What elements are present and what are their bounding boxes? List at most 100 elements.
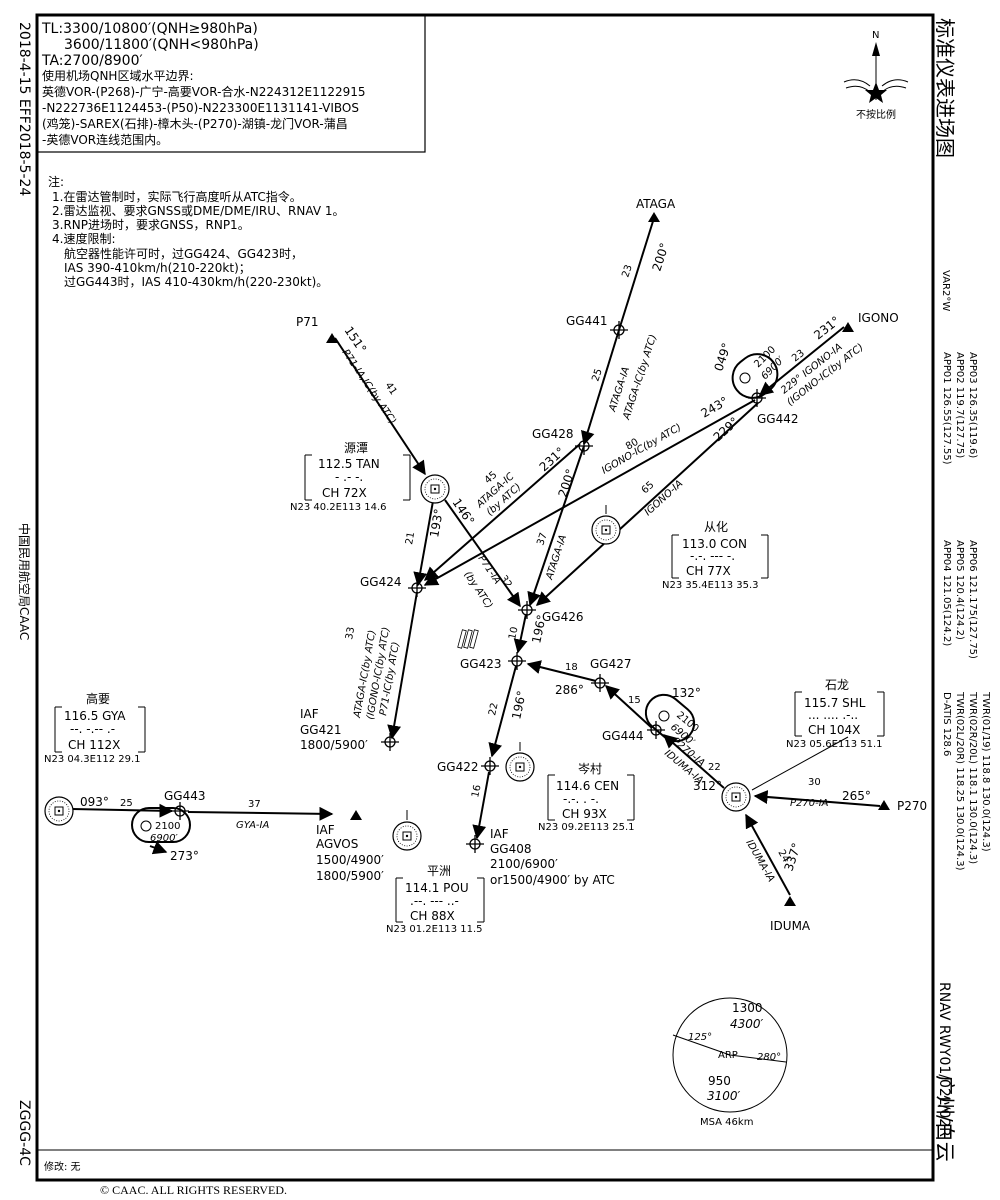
fix-ataga: ATAGA <box>636 197 676 211</box>
svg-text:- .- -.: - .- -. <box>335 470 363 484</box>
app-freq-5: APP05 120.4(124.2) <box>954 540 965 640</box>
msa-caption: MSA 46km <box>700 1117 753 1128</box>
navaid-cen: 岑村 114.6 CEN -.-. . -. CH 93X N23 09.2E1… <box>538 762 635 833</box>
fix-gg408: GG408 <box>490 842 532 856</box>
qnh-boundary-1: 使用机场QNH区域水平边界: <box>42 68 194 83</box>
svg-text:4300′: 4300′ <box>730 1017 764 1031</box>
svg-text:15: 15 <box>628 695 641 706</box>
svg-text:N23 35.4E113 35.3: N23 35.4E113 35.3 <box>662 580 759 591</box>
app-freq-4: APP04 121.05(124.2) <box>941 540 952 646</box>
svg-text:N23 09.2E113 25.1: N23 09.2E113 25.1 <box>538 822 635 833</box>
svg-text:1300: 1300 <box>732 1001 763 1015</box>
fix-gg422: GG422 <box>437 760 479 774</box>
svg-text:231°: 231° <box>811 314 842 343</box>
svg-text:312°: 312° <box>693 779 722 793</box>
svg-text:3100′: 3100′ <box>707 1089 741 1103</box>
svg-text:ARP: ARP <box>718 1050 738 1061</box>
fix-gg442: GG442 <box>757 412 799 426</box>
svg-text:N23 04.3E112 29.1: N23 04.3E112 29.1 <box>44 754 141 765</box>
svg-text:IAS 390-410km/h(210-220kt)；: IAS 390-410km/h(210-220kt)； <box>64 261 251 275</box>
app-freq-3: APP03 126.35(119.6) <box>967 352 978 458</box>
svg-text:049°: 049° <box>712 341 734 373</box>
svg-text:116.5 GYA: 116.5 GYA <box>64 709 126 723</box>
authority-label: 中国民用航空局CAAC <box>17 523 32 640</box>
svg-text:18: 18 <box>565 662 578 673</box>
svg-text:平洲: 平洲 <box>427 864 451 878</box>
svg-text:196°: 196° <box>509 689 529 720</box>
svg-text:航空器性能许可时，过GG424、GG423时，: 航空器性能许可时，过GG424、GG423时， <box>64 246 303 261</box>
svg-text:石龙: 石龙 <box>825 678 849 692</box>
svg-text:65: 65 <box>640 480 657 497</box>
svg-text:6900′: 6900′ <box>150 833 178 844</box>
svg-text:CH 72X: CH 72X <box>322 486 367 500</box>
svg-text:21: 21 <box>404 531 417 545</box>
svg-text:23: 23 <box>790 348 807 365</box>
svg-text:N23 40.2E113 14.6: N23 40.2E113 14.6 <box>290 502 387 513</box>
svg-text:1500/4900′: 1500/4900′ <box>316 853 384 867</box>
airport-name: 广州/白云 <box>933 1075 957 1162</box>
app-freq-2: APP02 119.7(127.75) <box>954 352 965 458</box>
svg-text:4.速度限制:: 4.速度限制: <box>52 231 116 246</box>
navaid-tan: 源潭 112.5 TAN - .- -. CH 72X N23 40.2E113… <box>290 441 411 513</box>
svg-text:GYA-IA: GYA-IA <box>236 820 269 831</box>
svg-text:196°: 196° <box>529 613 549 644</box>
holding-labels: 049° 2100 6900′ 132° 2100 6900′ 2100 690… <box>140 341 787 863</box>
svg-text:CH 88X: CH 88X <box>410 909 455 923</box>
fix-gg444: GG444 <box>602 729 644 743</box>
svg-text:950: 950 <box>708 1074 731 1088</box>
svg-text:.--. --- ..-: .--. --- ..- <box>410 894 459 908</box>
route-labels: 23 200° 25 ATAGA-IA ATAGA-IC(by ATC) 151… <box>80 241 871 884</box>
svg-text:23: 23 <box>620 263 634 279</box>
fix-p270: P270 <box>897 799 927 813</box>
svg-text:1.在雷达管制时，实际飞行高度听从ATC指令。: 1.在雷达管制时，实际飞行高度听从ATC指令。 <box>52 189 302 204</box>
svg-text:2.雷达监视、要求GNSS或DME/DME/IRU、RNAV: 2.雷达监视、要求GNSS或DME/DME/IRU、RNAV 1。 <box>52 203 344 218</box>
svg-text:22: 22 <box>708 762 721 773</box>
svg-text:22: 22 <box>487 702 500 717</box>
svg-text:3.RNP进场时，要求GNSS，RNP1。: 3.RNP进场时，要求GNSS，RNP1。 <box>52 218 250 232</box>
fix-gg421: GG421 <box>300 723 342 737</box>
svg-text:25: 25 <box>120 798 133 809</box>
fix-gg424: GG424 <box>360 575 402 589</box>
navaid-shl: 石龙 115.7 SHL ... .... .-.. CH 104X N23 0… <box>786 678 885 750</box>
procedure-name: RNAV RWY01/02L/02R <box>936 982 952 1137</box>
transition-level-1: TL:3300/10800′(QNH≥980hPa) <box>41 21 258 37</box>
svg-text:IAF: IAF <box>300 707 319 721</box>
svg-text:286°: 286° <box>555 683 584 697</box>
svg-text:IAF: IAF <box>316 823 335 837</box>
svg-text:从化: 从化 <box>704 520 728 534</box>
transition-level-2: 3600/11800′(QNH<980hPa) <box>64 37 259 53</box>
triangle-fix-icons <box>326 212 890 906</box>
svg-text:37: 37 <box>248 799 261 810</box>
svg-text:-.-. --- -.: -.-. --- -. <box>690 549 735 563</box>
atis-freq: D-ATIS 128.6 <box>941 692 952 756</box>
svg-text:IGONO-IC(by ATC): IGONO-IC(by ATC) <box>600 422 683 476</box>
amendment-note: 修改: 无 <box>44 1160 81 1173</box>
svg-text:IAF: IAF <box>490 827 509 841</box>
svg-text:193°: 193° <box>427 508 446 539</box>
svg-text:过GG443时，IAS 410-430km/h(220-23: 过GG443时，IAS 410-430km/h(220-230kt)。 <box>64 275 328 289</box>
svg-text:高要: 高要 <box>86 691 110 706</box>
svg-text:... .... .-..: ... .... .-.. <box>808 708 858 722</box>
fix-gg427: GG427 <box>590 657 632 671</box>
qnh-boundary-3: -N222736E1124453-(P50)-N223300E1131141-V… <box>42 101 359 115</box>
twr-freq-2: TWR(02R/20L) 118.1 130.0(124.3) <box>967 691 978 864</box>
scale-note: 不按比例 <box>856 108 896 121</box>
svg-text:10: 10 <box>507 626 520 641</box>
svg-text:岑村: 岑村 <box>578 762 602 776</box>
svg-text:41: 41 <box>383 381 399 398</box>
svg-text:132°: 132° <box>672 686 701 700</box>
svg-text:125°: 125° <box>688 1032 712 1043</box>
north-label: N <box>872 30 879 41</box>
svg-text:112.5 TAN: 112.5 TAN <box>318 457 380 471</box>
svg-text:源潭: 源潭 <box>344 441 368 455</box>
qnh-boundary-4: (鸡笼)-SAREX(石排)-樟木头-(P270)-湖镇-龙门VOR-蒲昌 <box>42 116 348 131</box>
svg-text:2100: 2100 <box>155 821 180 832</box>
svg-text:CH 93X: CH 93X <box>562 807 607 821</box>
svg-text:33: 33 <box>344 626 357 640</box>
svg-text:229°: 229° <box>711 414 742 444</box>
svg-text:265°: 265° <box>842 789 871 803</box>
svg-text:37: 37 <box>535 531 549 547</box>
app-freq-6: APP06 121.175(127.75) <box>967 540 978 659</box>
twr-freq-3: TWR(01/19) 118.8 130.0(124.3) <box>980 691 991 852</box>
